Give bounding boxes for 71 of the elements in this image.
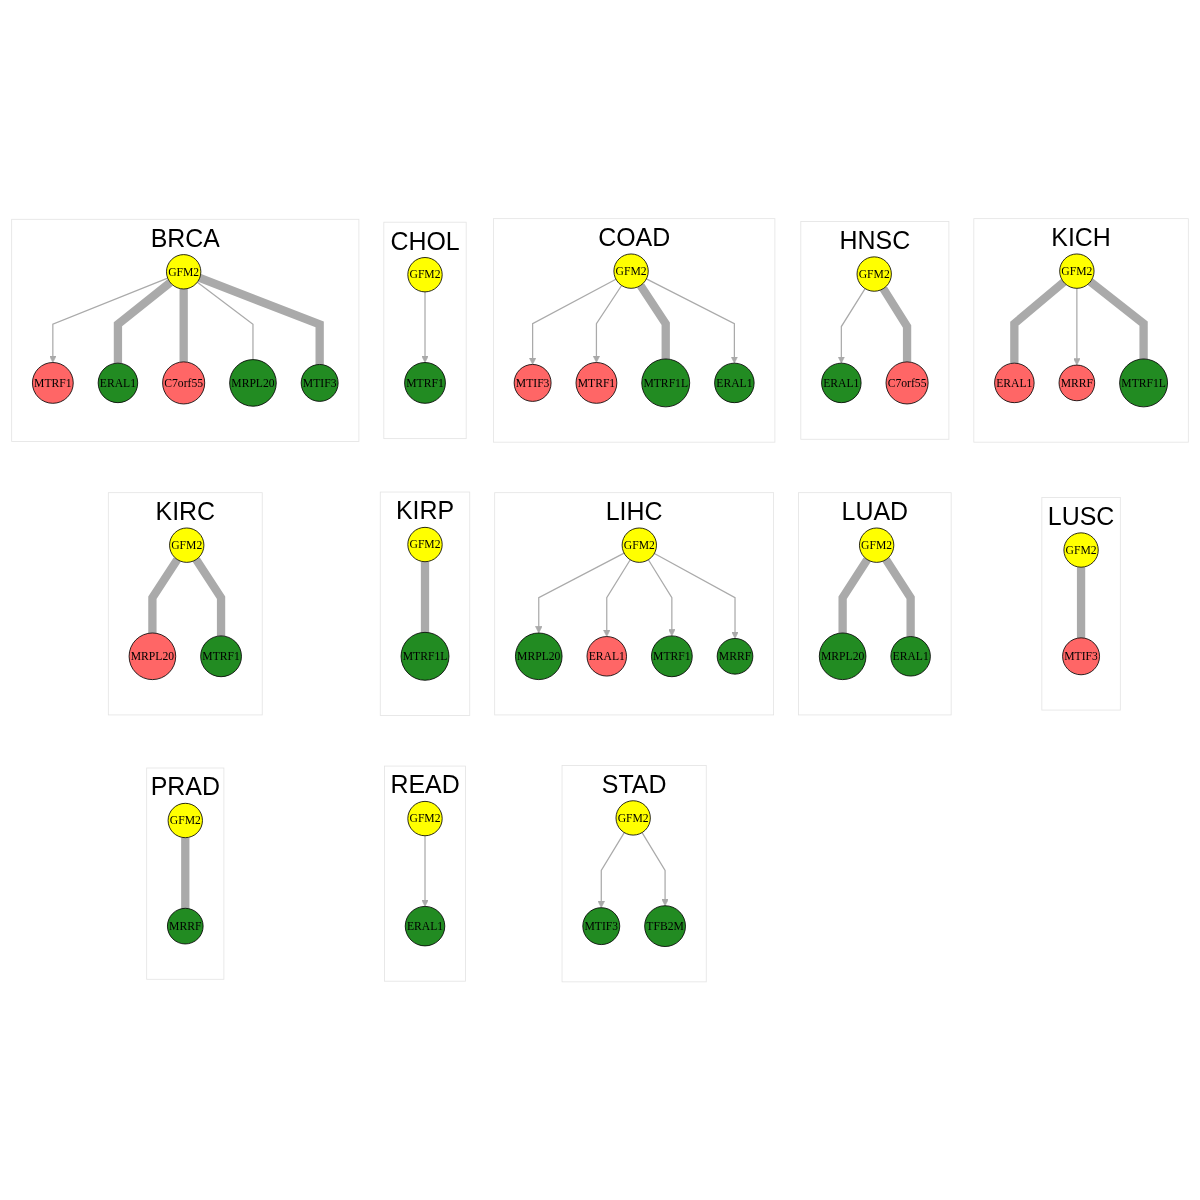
node-circle: GFM2 [407, 800, 443, 836]
node-circle: MTRF1L [641, 358, 691, 408]
arrow [49, 277, 169, 363]
node-circle: MTRF1 [575, 361, 618, 404]
node-circle: GFM2 [407, 526, 443, 562]
node-circle: MTIF3 [513, 363, 552, 402]
arrow [645, 278, 739, 364]
node-circle: MTIF3 [1062, 637, 1100, 675]
node-circle: MTRF1 [651, 635, 693, 677]
node-circle: ERAL1 [821, 362, 862, 403]
connector [420, 561, 430, 633]
connector [113, 279, 173, 363]
connector [637, 282, 670, 359]
node-circle: TFB2M [644, 905, 686, 947]
arrow [653, 552, 739, 639]
node-circle: ERAL1 [890, 635, 931, 677]
node-circle: GFM2 [167, 802, 203, 838]
node-circle: ERAL1 [404, 905, 446, 947]
connector [838, 557, 871, 633]
connector [192, 557, 226, 636]
node-circle: MRPL20 [818, 632, 867, 680]
arrow [837, 287, 866, 364]
arrow [535, 552, 625, 634]
node-circle: MTRF1 [404, 361, 446, 404]
connector [879, 286, 912, 362]
connector [1076, 566, 1086, 638]
node-circle: GFM2 [169, 527, 205, 563]
connector [196, 281, 254, 360]
connector [179, 288, 188, 362]
connector [148, 557, 181, 633]
node-circle: MTRF1 [32, 361, 74, 404]
node-circle: MRPL20 [229, 358, 277, 407]
node-circle: MRRF [1058, 364, 1096, 401]
node-circle: GFM2 [613, 253, 649, 289]
node-circle: GFM2 [1063, 532, 1099, 568]
node-circle: C7orf55 [162, 361, 206, 405]
node-circle: MRPL20 [128, 632, 177, 680]
arrow [647, 558, 676, 636]
node-circle: GFM2 [621, 527, 657, 563]
node-circle: MTRF1 [200, 635, 242, 677]
node-circle: ERAL1 [97, 362, 139, 403]
node-circle: MRRF [167, 907, 204, 945]
connector [882, 557, 915, 637]
node-circle: MTIF3 [582, 907, 621, 945]
node-circle: ERAL1 [586, 635, 627, 677]
node-circle: MTRF1L [1119, 358, 1168, 408]
node-circle: MRPL20 [515, 632, 563, 680]
arrow [641, 831, 669, 906]
node-circle: GFM2 [407, 256, 443, 293]
node-circle: GFM2 [166, 253, 202, 290]
node-circle: ERAL1 [994, 362, 1035, 403]
node-circle: MRRF [716, 637, 754, 675]
connector [1087, 278, 1148, 359]
arrow [603, 558, 631, 637]
node-circle: GFM2 [856, 256, 892, 292]
arrow [597, 831, 625, 908]
node-circle: GFM2 [615, 800, 651, 836]
node-circle: MTIF3 [300, 363, 339, 402]
arrow [1073, 287, 1081, 366]
node-circle: MTRF1L [400, 631, 450, 681]
arrow [421, 291, 429, 363]
connector [181, 837, 190, 909]
node-circle: GFM2 [1059, 253, 1095, 289]
connector [1010, 278, 1067, 363]
arrow [592, 284, 623, 363]
node-circle: ERAL1 [714, 362, 755, 403]
connector [198, 273, 324, 365]
node-circle: GFM2 [859, 527, 895, 563]
node-circle: C7orf55 [885, 361, 929, 405]
arrow [528, 278, 617, 365]
arrow [421, 834, 429, 907]
